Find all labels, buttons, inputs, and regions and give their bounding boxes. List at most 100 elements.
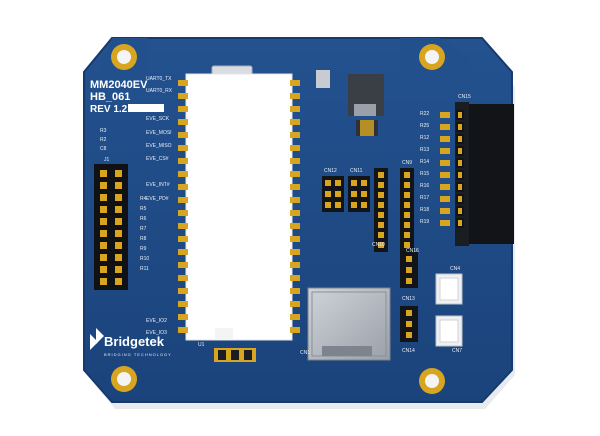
j1-pin (100, 254, 107, 261)
header-pin (406, 256, 412, 262)
header-pin (406, 267, 412, 273)
header-pin (361, 180, 367, 186)
connector-pin (458, 208, 462, 214)
module-pin-left (178, 119, 188, 125)
board-revision: REV 1.2 (90, 104, 128, 115)
vertical-headers (374, 168, 414, 252)
resistor-label: R10 (140, 256, 149, 262)
u1-header (214, 348, 256, 362)
connector-label: CN14 (402, 348, 415, 354)
header-pin (378, 182, 384, 188)
module-pin-right (290, 158, 300, 164)
module-pin-right (290, 210, 300, 216)
module-pin-right (290, 314, 300, 320)
connector-pin (458, 220, 462, 226)
j1-pin (115, 278, 122, 285)
header-pin (406, 321, 412, 327)
resistor-label: C8 (100, 146, 107, 152)
module-edge-pins (178, 80, 300, 333)
signal-label: EVE_MISO (146, 143, 172, 149)
j1-pin (100, 230, 107, 237)
resistor-label: R22 (420, 111, 429, 117)
module-pin-left (178, 132, 188, 138)
resistor-pad (440, 160, 450, 166)
cn15-connector (466, 104, 514, 244)
resistor-label: R4 (140, 196, 147, 202)
connector-label: CN12 (324, 168, 337, 174)
header-pin (378, 232, 384, 238)
module-pin-right (290, 236, 300, 242)
module-pin-right (290, 119, 300, 125)
connector-label: CN4 (450, 266, 460, 272)
module-pin-right (290, 106, 300, 112)
resistor-pad (440, 208, 450, 214)
j1-pin (115, 182, 122, 189)
signal-label: EVE_CS# (146, 156, 169, 162)
module-pin-right (290, 171, 300, 177)
header-pin (378, 242, 384, 248)
header-pin (406, 310, 412, 316)
header-pin (404, 242, 410, 248)
connector-label: CN7 (452, 348, 462, 354)
module-pin-left (178, 314, 188, 320)
header-pin (325, 191, 331, 197)
board-model: MM2040EV (90, 79, 148, 91)
connector-pin (458, 196, 462, 202)
header-pin (404, 202, 410, 208)
connector-label: CN13 (402, 296, 415, 302)
header-body (400, 168, 414, 252)
resistor-label: R17 (420, 195, 429, 201)
module-pin-right (290, 301, 300, 307)
header-pin (404, 212, 410, 218)
header-pin (361, 191, 367, 197)
module-pin-right (290, 262, 300, 268)
j1-pin (100, 194, 107, 201)
module-pin-left (178, 210, 188, 216)
j1-pin (115, 242, 122, 249)
header-pin (406, 278, 412, 284)
connector-label: CN15 (458, 94, 471, 100)
module-pin-right (290, 132, 300, 138)
module-pin-right (290, 249, 300, 255)
signal-labels: UART0_TXUART0_RXEVE_SCKEVE_MOSIEVE_MISOE… (146, 76, 173, 336)
header-pin (351, 202, 357, 208)
module-pin-left (178, 197, 188, 203)
svg-text:Bridgetek: Bridgetek (104, 334, 165, 349)
resistor-pad (440, 112, 450, 118)
resistor-label: R5 (140, 206, 147, 212)
module-pin-left (178, 158, 188, 164)
resistor-pad (440, 196, 450, 202)
j1-pin (115, 218, 122, 225)
signal-label: EVE_IO3 (146, 330, 167, 336)
header-pin (378, 192, 384, 198)
module-pin-left (178, 93, 188, 99)
resistor-label: R25 (420, 123, 429, 129)
j1-pin (100, 170, 107, 177)
module-pin-right (290, 184, 300, 190)
connector-label: CN9 (402, 160, 412, 166)
connector-label: CN16 (406, 248, 419, 254)
header-pin (378, 172, 384, 178)
header-pin (378, 212, 384, 218)
resistor-label: R3 (100, 128, 107, 134)
signal-label: UART0_RX (146, 88, 173, 94)
module-pin-left (178, 171, 188, 177)
resistor-pad (440, 184, 450, 190)
module-pin-right (290, 275, 300, 281)
header-pin (351, 180, 357, 186)
cn13-cn14-headers (400, 252, 418, 342)
header-pin (335, 191, 341, 197)
j1-pin (115, 266, 122, 273)
signal-label: UART0_TX (146, 76, 172, 82)
j1-pin (115, 254, 122, 261)
header-pin (351, 191, 357, 197)
rp2040-module (185, 73, 293, 341)
resistor-label: R6 (140, 216, 147, 222)
resistor-label: R13 (420, 147, 429, 153)
connector-pin (458, 112, 462, 118)
module-pin-right (290, 93, 300, 99)
connector-pin (458, 160, 462, 166)
connector-label: CN1 (300, 350, 310, 356)
